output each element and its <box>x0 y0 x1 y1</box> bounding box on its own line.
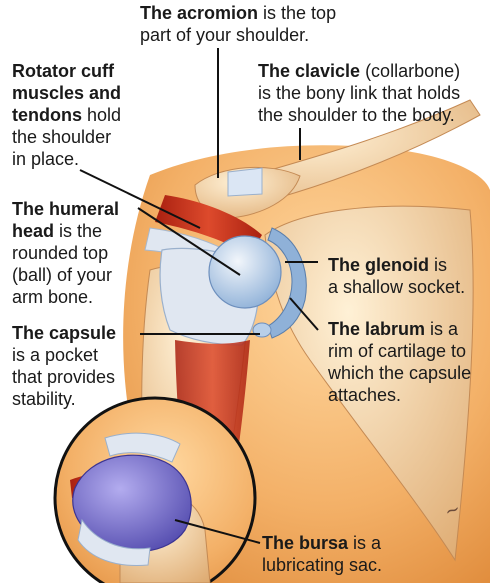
inset-detail <box>70 432 211 583</box>
leader-labrum <box>289 297 319 331</box>
label-labrum: The labrum is a rim of cartilage to whic… <box>328 319 472 405</box>
leader-bursa <box>174 519 261 544</box>
scapula-bone <box>264 205 474 562</box>
leader-lines <box>79 48 319 544</box>
label-humeral-head: The humeral head is the rounded top (bal… <box>12 199 120 307</box>
leader-rotator <box>79 169 201 229</box>
glenoid-socket <box>267 227 307 339</box>
term-acromion: The acromion <box>140 3 259 23</box>
label-glenoid: The glenoid is a shallow socket. <box>328 255 466 297</box>
leader-humeral <box>137 207 241 276</box>
label-bursa: The bursa is a lubricating sac. <box>262 533 383 575</box>
ac-ligament <box>227 167 263 197</box>
label-clavicle: The clavicle (collarbone) is the bony li… <box>258 61 461 125</box>
humeral-head <box>208 235 282 309</box>
label-acromion: The acromion is the top part of your sho… <box>140 3 337 45</box>
label-rotator-cuff: Rotator cuff muscles and tendons hold th… <box>12 61 122 169</box>
label-capsule: The capsule is a pocket that provides st… <box>12 323 117 409</box>
